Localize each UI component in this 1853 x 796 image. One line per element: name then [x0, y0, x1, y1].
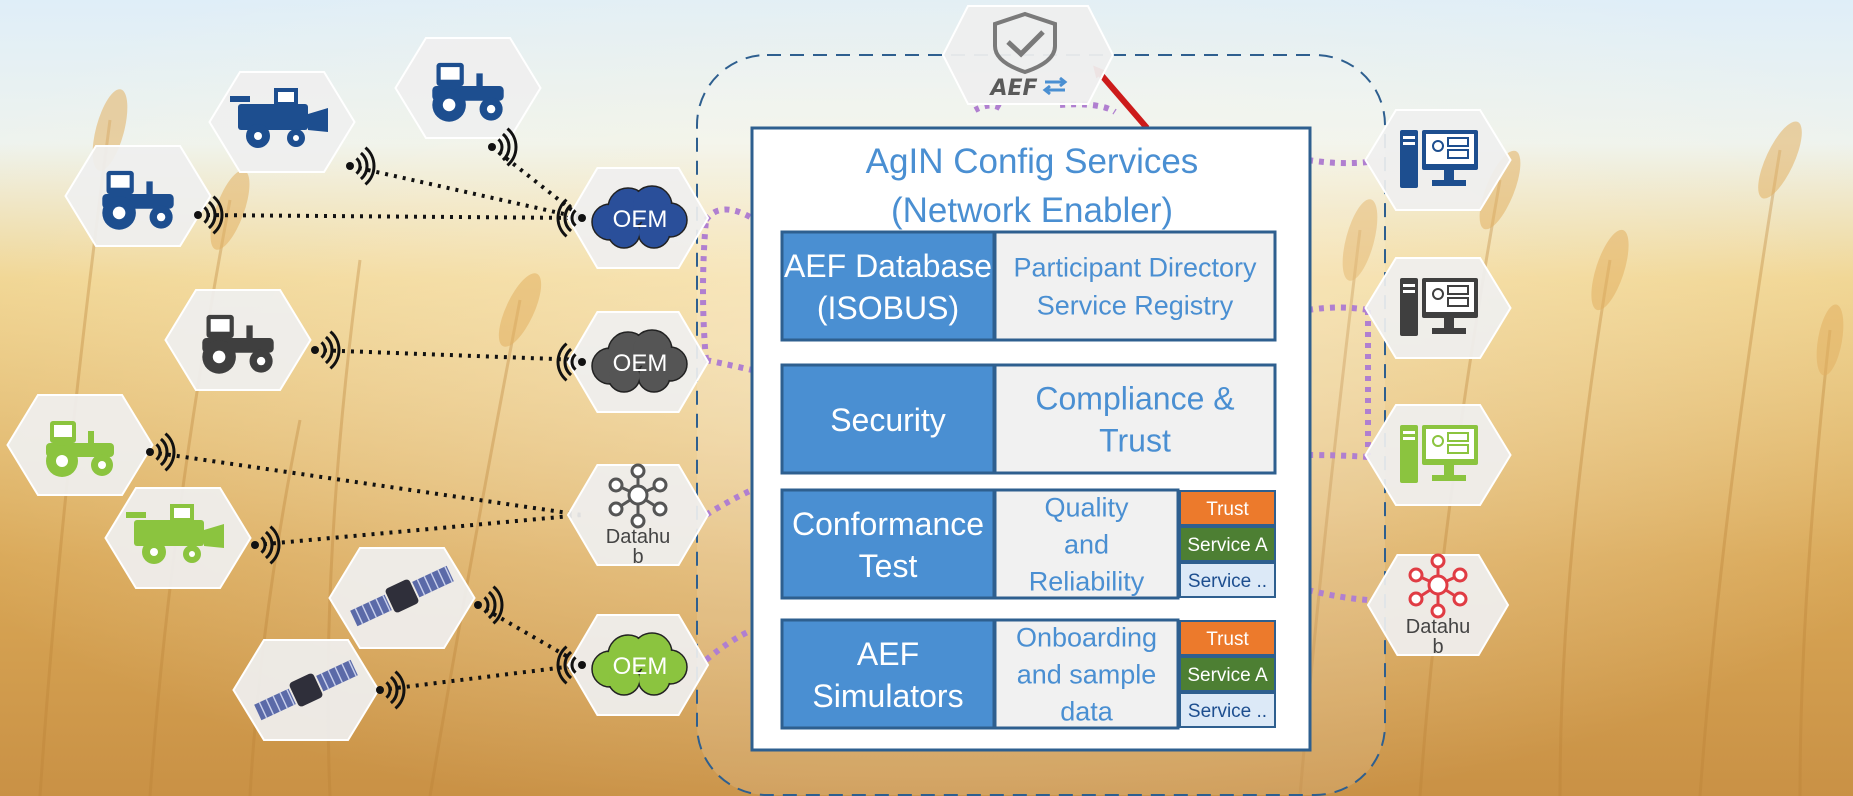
satellite-icon	[254, 659, 358, 721]
service-tag	[1179, 656, 1276, 692]
datahub-label: Datahu	[606, 526, 671, 548]
row-description-label: and	[1064, 530, 1109, 560]
oem-label: OEM	[613, 206, 668, 233]
row-category-box	[780, 230, 996, 342]
service-tag-label: Service ..	[1188, 701, 1267, 722]
oem-label: OEM	[613, 653, 668, 680]
service-tag-label: Service A	[1187, 535, 1268, 556]
wireless-signal-icon	[556, 342, 586, 382]
panel-title-line2: (Network Enabler)	[891, 191, 1173, 230]
datahub-label: Datahu	[1406, 616, 1471, 638]
row-category-label: AEF	[857, 636, 919, 672]
row-description-label: and sample	[1017, 660, 1157, 690]
wireless-signal-icon	[474, 585, 504, 625]
row-description-label: Trust	[1099, 423, 1171, 459]
computer-icon	[1400, 425, 1478, 483]
row-category-box	[780, 488, 996, 600]
service-row: AEF Database (ISOBUS) Participant Director…	[780, 230, 1277, 342]
service-tag	[1179, 490, 1276, 526]
service-tag-label: Trust	[1206, 629, 1249, 650]
row-description-label: Compliance &	[1035, 381, 1234, 417]
satellite-icon	[350, 565, 454, 627]
service-tag	[1179, 620, 1276, 656]
purple-links	[700, 101, 1371, 663]
service-tag-label: Service ..	[1188, 571, 1267, 592]
row-description-label: Participant Directory	[1013, 253, 1257, 283]
wireless-signal-icon	[376, 670, 406, 710]
oem-label: OEM	[613, 350, 668, 377]
wireless-signal-icon	[346, 146, 376, 186]
service-tag	[1179, 562, 1276, 598]
wireless-signal-icon	[556, 198, 586, 238]
oem-cloud-icon: OEM	[591, 329, 688, 393]
row-description-label: Onboarding	[1016, 623, 1157, 653]
row-category-label: Test	[859, 548, 918, 584]
tractor-icon	[46, 421, 114, 477]
red-arrow	[1093, 65, 1150, 130]
tractor-icon	[202, 314, 274, 374]
row-description-box	[993, 230, 1277, 342]
exchange-arrows-icon	[1042, 76, 1068, 96]
row-category-label: Security	[830, 402, 946, 438]
datahub-label-continued: b	[1432, 636, 1443, 658]
row-category-label: Simulators	[812, 678, 963, 714]
wireless-signal-icon	[146, 432, 176, 472]
row-description-label: Reliability	[1029, 567, 1145, 597]
row-description-label: Service Registry	[1037, 291, 1234, 321]
row-category-label: Conformance	[792, 506, 984, 542]
row-category-box	[780, 618, 996, 730]
combine-harvester-icon	[230, 88, 328, 148]
combine-harvester-icon	[126, 504, 224, 564]
row-description-label: Quality	[1044, 493, 1129, 523]
wireless-signal-icon	[556, 645, 586, 685]
service-row: AEF Simulators Onboarding and sample data Tru…	[780, 618, 1276, 730]
wireless-signal-icon	[194, 195, 224, 235]
service-tag-label: Trust	[1206, 499, 1249, 520]
wireless-signal-icon	[488, 127, 518, 167]
shield-check-icon	[993, 11, 1057, 75]
aef-badge-hexagon	[941, 5, 1115, 105]
tractor-icon	[432, 62, 504, 122]
computer-icon	[1400, 278, 1478, 336]
row-description-label: data	[1060, 697, 1114, 727]
row-category-label: (ISOBUS)	[817, 290, 959, 326]
wireless-signal-icon	[251, 525, 281, 565]
wheat-ears	[92, 89, 1844, 376]
service-tag-label: Service A	[1187, 665, 1268, 686]
service-tag	[1179, 526, 1276, 562]
wireless-signal-icon	[311, 330, 341, 370]
aef-badge-label: AEF	[988, 76, 1037, 101]
service-tag	[1179, 692, 1276, 728]
row-description-box	[993, 363, 1277, 475]
oem-cloud-icon: OEM	[591, 185, 688, 249]
row-category-box	[780, 363, 996, 475]
wireless-links	[149, 145, 584, 692]
datahub-label-continued: b	[632, 546, 643, 568]
aef-badge: AEF	[941, 5, 1115, 105]
panel-title-line1: AgIN Config Services	[866, 142, 1199, 181]
tractor-icon	[102, 170, 174, 230]
oem-cloud-icon: OEM	[591, 632, 688, 696]
row-category-label: AEF Database	[784, 248, 992, 284]
row-description-box	[993, 618, 1180, 730]
service-row: Security Compliance & Trust	[780, 363, 1277, 475]
service-rows: AEF Database (ISOBUS) Participant Director…	[780, 230, 1277, 730]
computer-icon	[1400, 130, 1478, 188]
row-description-box	[993, 488, 1180, 600]
